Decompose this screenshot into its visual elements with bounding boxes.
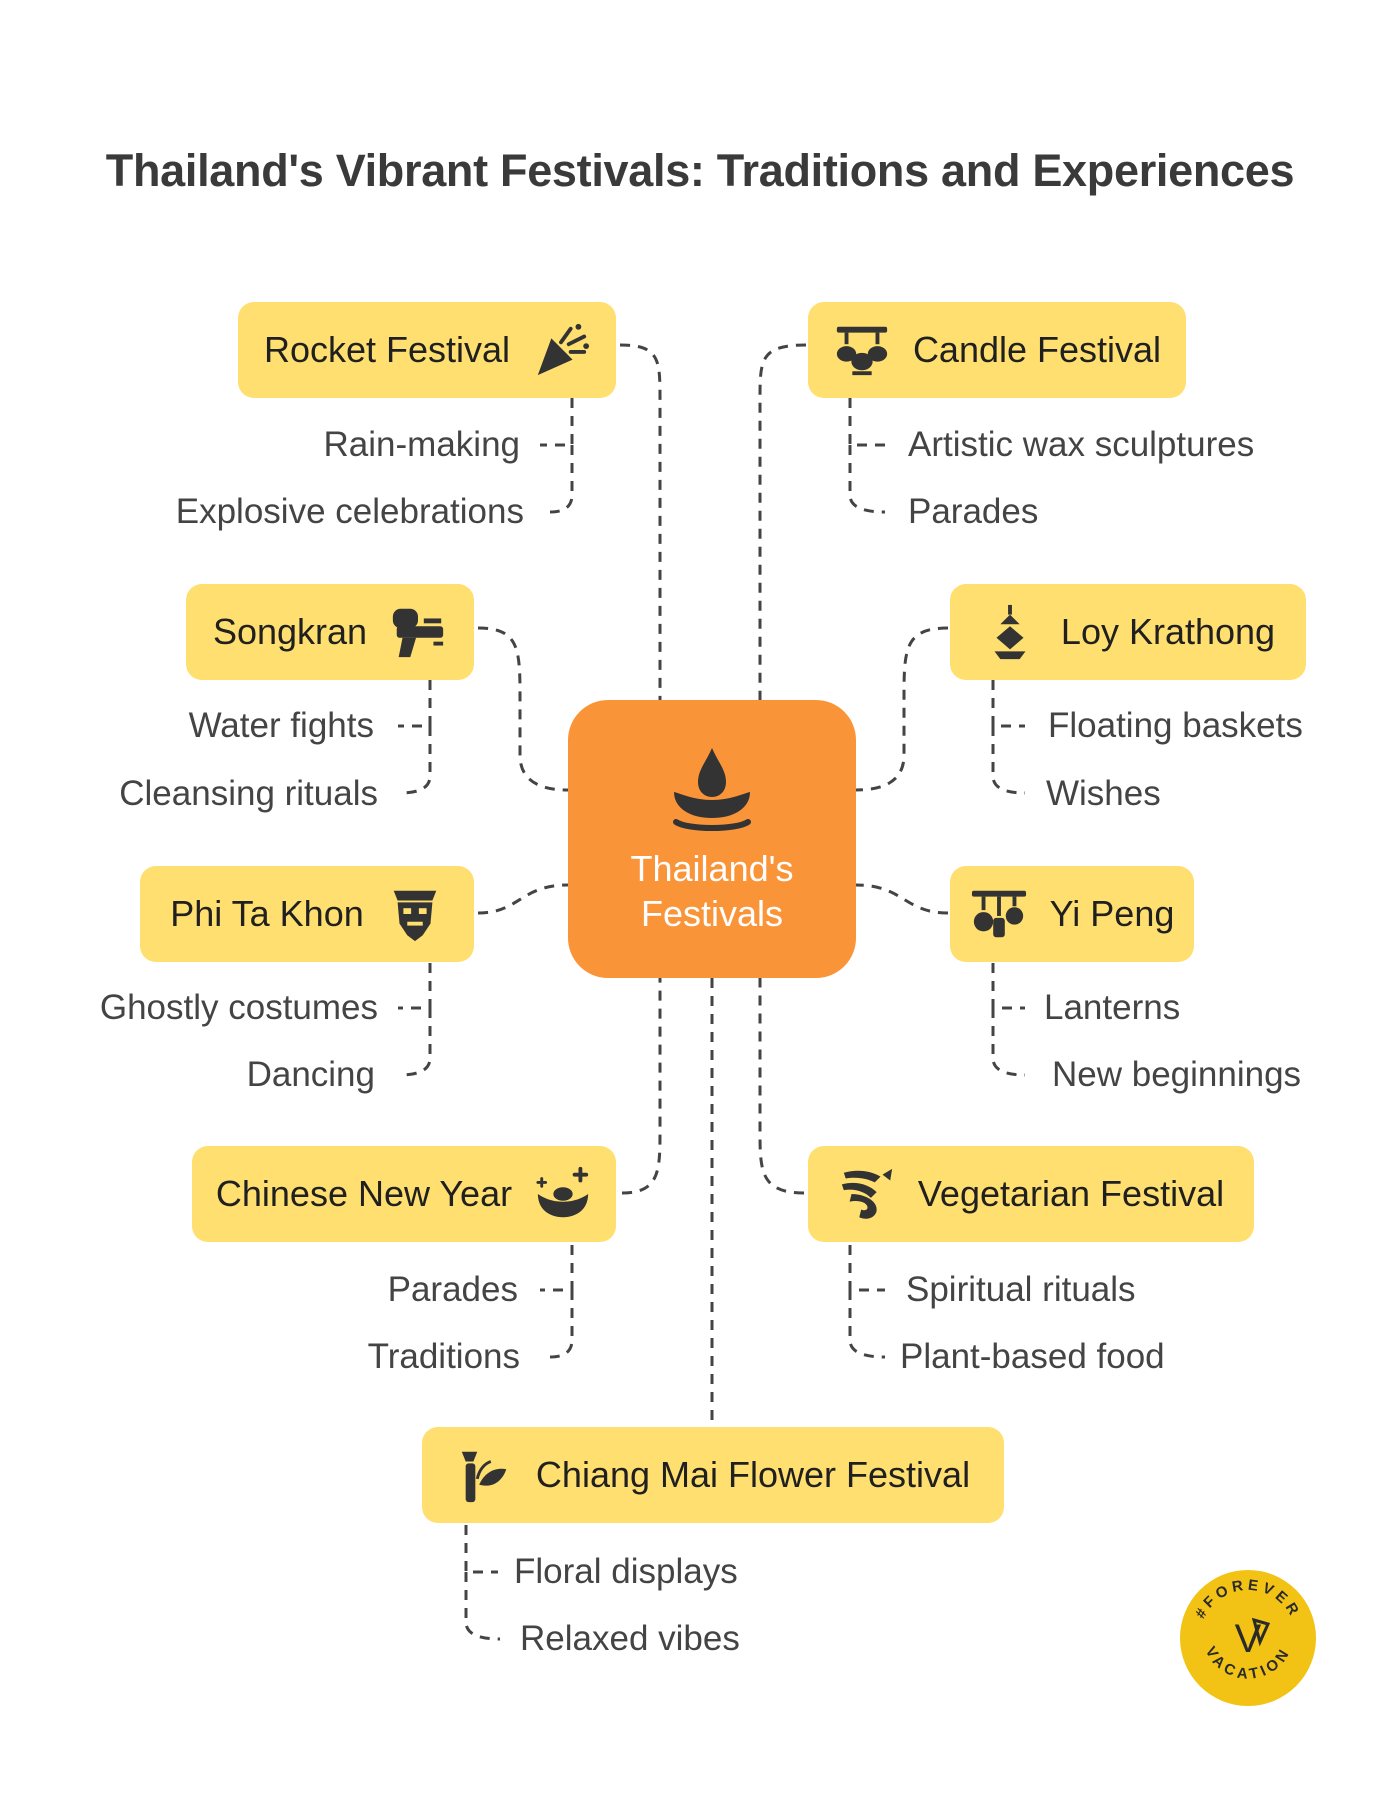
connector-cny-detail-1 [540,1245,574,1292]
leaf-phi-detail-2: Dancing [246,1055,375,1094]
node-vegetarian-festival: Vegetarian Festival [808,1146,1254,1242]
connector-yipeng-detail-2 [991,1008,1026,1077]
leaf-cny-detail-1: Parades [387,1270,518,1309]
connector-songkran [477,626,569,792]
connector-songkran-detail-1 [398,680,432,728]
center-node-label: Thailand's Festivals [630,848,794,934]
connector-phi [477,883,569,915]
leaf-chiang-detail-2: Relaxed vibes [520,1619,740,1658]
leaf-rocket-detail-1: Rain-making [323,425,520,464]
badge-flag-icon [1251,1617,1271,1647]
connector-chiang-detail-2 [464,1572,501,1641]
flower-icon [461,1451,507,1503]
connector-loy-detail-1 [991,680,1025,728]
badge-monogram: V [1235,1617,1262,1661]
connector-chiang-detail-1 [464,1525,498,1574]
leaf-rocket-detail-2: Explosive celebrations [175,492,524,531]
forever-vacation-badge: #FOREVER VACATION V [1180,1570,1316,1706]
connector-veg-detail-2 [848,1290,886,1359]
node-label: Chiang Mai Flower Festival [535,1454,971,1495]
node-chinese-new-year: Chinese New Year [192,1146,616,1242]
connector-candle-detail-1 [848,398,885,447]
ghost-mask-icon [393,890,437,942]
connector-yipeng [855,883,949,915]
lanterns-icon [836,326,888,376]
connector-rocket [619,343,662,700]
connector-rocket-detail-1 [540,398,574,447]
leaf-cny-detail-2: Traditions [367,1337,520,1376]
connector-cny [621,978,662,1195]
party-popper-icon [537,323,590,376]
node-yi-peng: Yi Peng [950,866,1194,962]
node-phi-ta-khon: Phi Ta Khon [140,866,474,962]
center-node: Thailand's Festivals [568,700,856,978]
node-label: Phi Ta Khon [170,893,364,934]
leaf-loy-detail-1: Floating baskets [1048,706,1303,745]
leaf-veg-detail-1: Spiritual rituals [906,1270,1136,1309]
leaf-songkran-detail-1: Water fights [188,706,374,745]
gold-ingot-icon [536,1166,589,1218]
node-label: Vegetarian Festival [917,1173,1225,1214]
node-rocket-festival: Rocket Festival [238,302,616,398]
node-label: Chinese New Year [215,1173,513,1214]
node-label: Yi Peng [1049,893,1175,934]
connector-rocket-detail-2 [549,445,574,514]
node-label: Songkran [212,611,368,652]
connector-yipeng-detail-1 [991,963,1025,1010]
hanging-lanterns-icon [971,890,1026,938]
connector-songkran-detail-2 [399,726,432,795]
leaf-loy-detail-2: Wishes [1046,774,1161,813]
connector-candle [758,343,807,700]
node-loy-krathong: Loy Krathong [950,584,1306,680]
leaf-veg-detail-2: Plant-based food [900,1337,1165,1376]
node-label: Rocket Festival [263,329,511,370]
leaf-yipeng-detail-2: New beginnings [1052,1055,1302,1094]
leaf-phi-detail-1: Ghostly costumes [99,988,378,1027]
krathong-icon [994,604,1026,660]
water-gun-icon [392,608,444,658]
node-label: Candle Festival [912,329,1162,370]
leaf-songkran-detail-2: Cleansing rituals [119,774,378,813]
connector-candle-detail-2 [848,445,886,514]
node-candle-festival: Candle Festival [808,302,1186,398]
leaf-chiang-detail-1: Floral displays [514,1552,738,1591]
connector-loy-detail-2 [991,726,1026,795]
connector-veg [758,978,805,1195]
page-title: Thailand's Vibrant Festivals: Traditions… [105,145,1295,196]
node-chiang-mai-flower-festival: Chiang Mai Flower Festival [422,1427,1004,1523]
leaf-candle-detail-2: Parades [908,492,1039,531]
node-songkran: Songkran [186,584,474,680]
connector-veg-detail-1 [848,1245,885,1292]
connector-loy [855,626,949,792]
leaf-candle-detail-1: Artistic wax sculptures [908,425,1255,464]
dragon-icon [841,1168,893,1219]
connector-phi-detail-1 [398,963,432,1010]
oil-lamp-icon [673,748,751,831]
connector-phi-detail-2 [399,1008,432,1077]
connector-cny-detail-2 [549,1290,574,1359]
leaf-yipeng-detail-1: Lanterns [1044,988,1181,1027]
node-label: Loy Krathong [1060,611,1276,652]
